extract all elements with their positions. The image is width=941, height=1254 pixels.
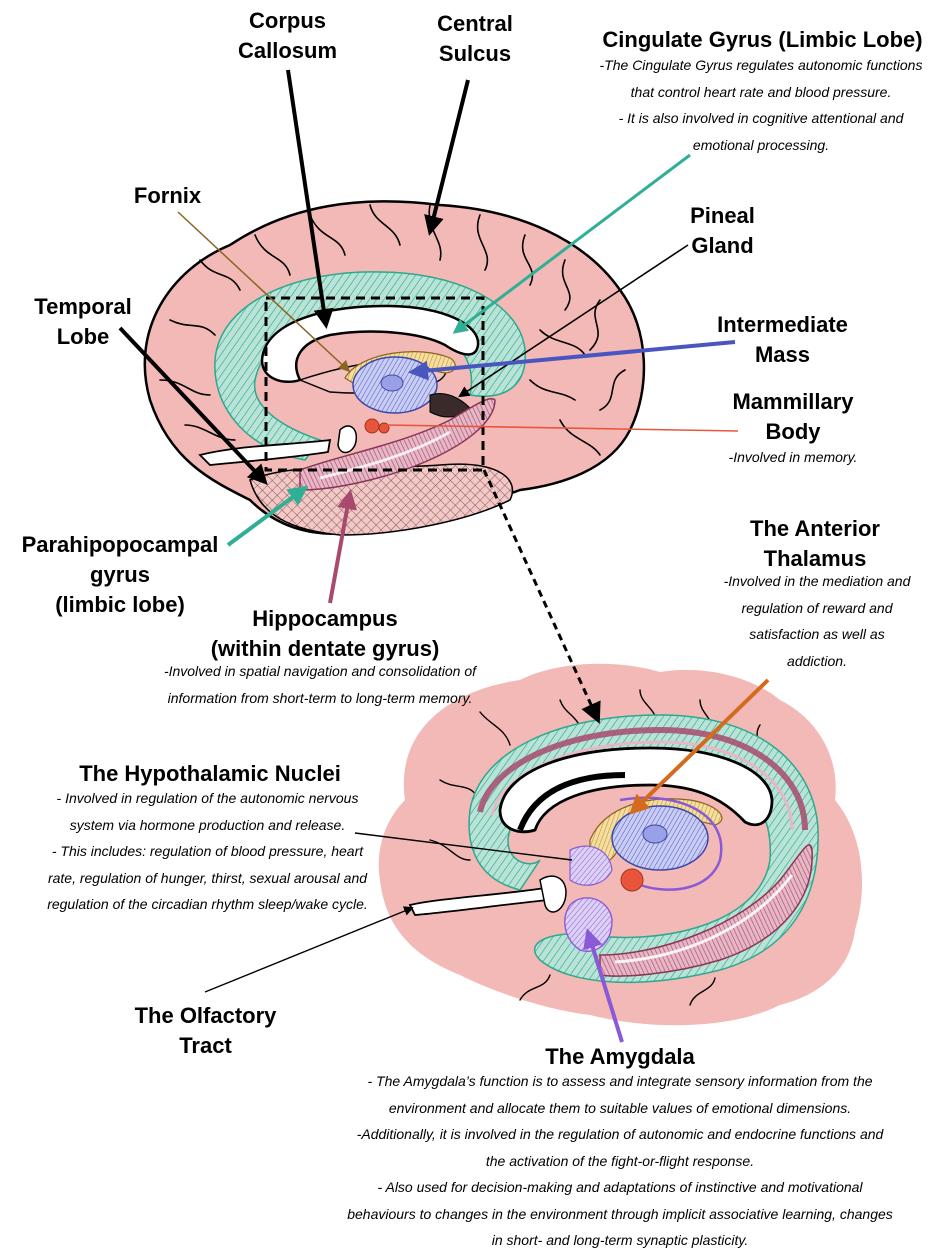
upper-mammillary-body — [365, 419, 379, 433]
olfactory-label: The Olfactory Tract — [118, 1001, 293, 1061]
anterior-thalamus-label: The Anterior Thalamus — [725, 514, 905, 574]
corpus-callosum-line-2: Callosum — [225, 36, 350, 66]
olfactory-line-1: The Olfactory — [118, 1001, 293, 1031]
hypothalamic-note-1: - Involved in regulation of the autonomi… — [30, 785, 385, 812]
anterior-thalamus-note-3: satisfaction as well as — [712, 621, 922, 648]
hypothalamic-notes: - Involved in regulation of the autonomi… — [30, 785, 385, 918]
parahippocampal-line-2: gyrus — [5, 560, 235, 590]
amygdala-note-1: - The Amygdala’s function is to assess a… — [320, 1068, 920, 1095]
temporal-line-1: Temporal — [18, 292, 148, 322]
hypothalamic-note-3: - This includes: regulation of blood pre… — [30, 838, 385, 865]
hippocampus-note-2: information from short-term to long-term… — [145, 685, 495, 712]
hypothalamic-note-2: system via hormone production and releas… — [30, 812, 385, 839]
intermediate-line-1: Intermediate — [700, 310, 865, 340]
cingulate-note-4: emotional processing. — [580, 132, 941, 159]
amygdala-note-2: environment and allocate them to suitabl… — [320, 1095, 920, 1122]
corpus-callosum-label: Corpus Callosum — [225, 6, 350, 66]
lower-mammillary-body — [621, 869, 643, 891]
amygdala-note-6: behaviours to changes in the environment… — [320, 1201, 920, 1228]
amygdala-notes: - The Amygdala’s function is to assess a… — [320, 1068, 920, 1254]
cingulate-notes: -The Cingulate Gyrus regulates autonomic… — [580, 52, 941, 158]
mammillary-note-1: -Involved in memory. — [708, 444, 878, 471]
olfactory-line-2: Tract — [118, 1031, 293, 1061]
intermediate-label: Intermediate Mass — [700, 310, 865, 370]
temporal-label: Temporal Lobe — [18, 292, 148, 352]
anterior-thalamus-notes: -Involved in the mediation and regulatio… — [712, 568, 922, 674]
pineal-label: Pineal Gland — [670, 201, 775, 261]
amygdala-note-4: the activation of the fight-or-flight re… — [320, 1148, 920, 1175]
mammillary-line-1: Mammillary — [718, 387, 868, 417]
olfactory-leader — [205, 908, 412, 992]
parahippocampal-line-1: Parahipopocampal — [5, 530, 235, 560]
hippocampus-note-1: -Involved in spatial navigation and cons… — [145, 658, 495, 685]
corpus-callosum-line-1: Corpus — [225, 6, 350, 36]
cingulate-note-3: - It is also involved in cognitive atten… — [580, 105, 941, 132]
amygdala-note-3: -Additionally, it is involved in the reg… — [320, 1121, 920, 1148]
amygdala-note-7: in short- and long-term synaptic plastic… — [320, 1227, 920, 1254]
cingulate-note-1: -The Cingulate Gyrus regulates autonomic… — [580, 52, 941, 79]
temporal-line-2: Lobe — [18, 322, 148, 352]
intermediate-line-2: Mass — [700, 340, 865, 370]
hypothalamic-note-4: rate, regulation of hunger, thirst, sexu… — [30, 865, 385, 892]
anterior-thalamus-line-1: The Anterior — [725, 514, 905, 544]
mammillary-notes: -Involved in memory. — [708, 444, 878, 471]
central-sulcus-label: Central Sulcus — [420, 9, 530, 69]
cingulate-title: Cingulate Gyrus (Limbic Lobe) — [585, 25, 940, 55]
central-sulcus-line-1: Central — [420, 9, 530, 39]
mammillary-line-2: Body — [718, 417, 868, 447]
anterior-thalamus-note-4: addiction. — [712, 648, 922, 675]
hippocampus-label: Hippocampus (within dentate gyrus) — [180, 604, 470, 664]
cingulate-note-2: that control heart rate and blood pressu… — [580, 79, 941, 106]
anterior-thalamus-note-2: regulation of reward and — [712, 595, 922, 622]
hypothalamic-note-5: regulation of the circadian rhythm sleep… — [30, 891, 385, 918]
hippocampus-line-1: Hippocampus — [180, 604, 470, 634]
anterior-thalamus-note-1: -Involved in the mediation and — [712, 568, 922, 595]
fornix-label: Fornix — [120, 181, 215, 211]
pineal-line-1: Pineal — [670, 201, 775, 231]
mammillary-label: Mammillary Body — [718, 387, 868, 447]
central-sulcus-line-2: Sulcus — [420, 39, 530, 69]
lower-amygdala — [565, 898, 612, 951]
amygdala-note-5: - Also used for decision-making and adap… — [320, 1174, 920, 1201]
hippocampus-notes: -Involved in spatial navigation and cons… — [145, 658, 495, 711]
pineal-line-2: Gland — [670, 231, 775, 261]
